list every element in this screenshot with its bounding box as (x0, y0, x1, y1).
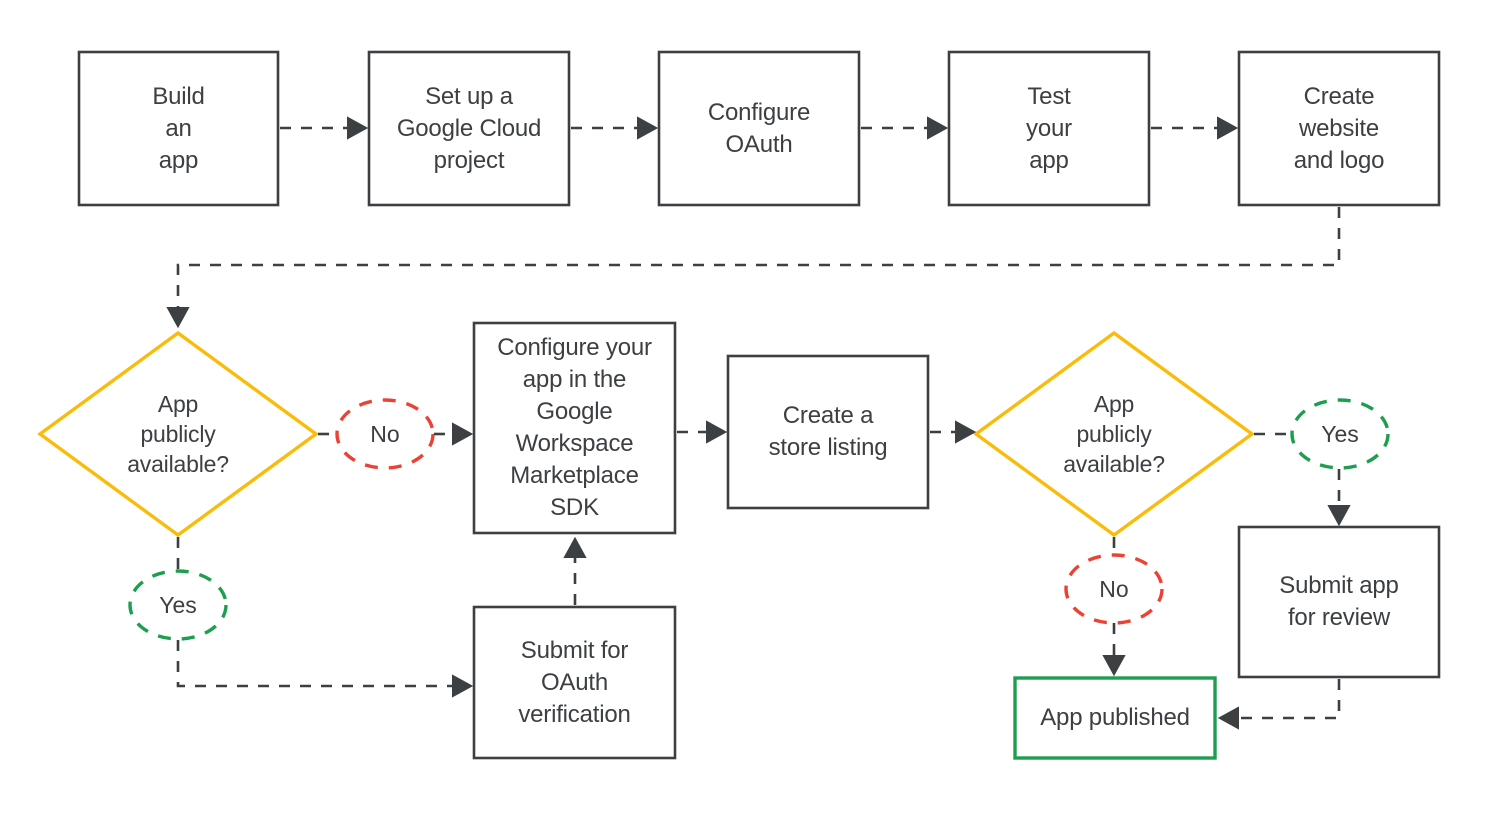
edge-submit-review-to-app-published (1217, 679, 1341, 730)
node-set-up-google-cloud-project[interactable] (367, 50, 571, 207)
node-create-a-store-listing[interactable] (726, 354, 930, 510)
node-decision-app-publicly-available-2[interactable] (973, 330, 1255, 538)
node-configure-app-marketplace-sdk[interactable] (472, 321, 677, 535)
node-configure-oauth[interactable] (657, 50, 861, 207)
node-create-website-and-logo[interactable] (1237, 50, 1441, 207)
edge-website-to-decision1 (166, 207, 1341, 329)
node-submit-app-for-review[interactable] (1237, 525, 1441, 679)
edge-yes-label-to-submit-oauth (176, 640, 474, 698)
node-test-your-app[interactable] (947, 50, 1151, 207)
node-build-an-app[interactable] (77, 50, 280, 207)
edge-label-ellipse-no-2 (1064, 553, 1164, 625)
edge-label-ellipse-no-1 (335, 398, 435, 470)
node-decision-app-publicly-available-1[interactable] (37, 330, 319, 538)
edge-label-ellipse-yes-2 (1290, 398, 1390, 470)
node-submit-for-oauth-verification[interactable] (472, 605, 677, 760)
node-app-published[interactable] (1013, 676, 1217, 760)
edge-label-ellipse-yes-1 (128, 569, 228, 641)
